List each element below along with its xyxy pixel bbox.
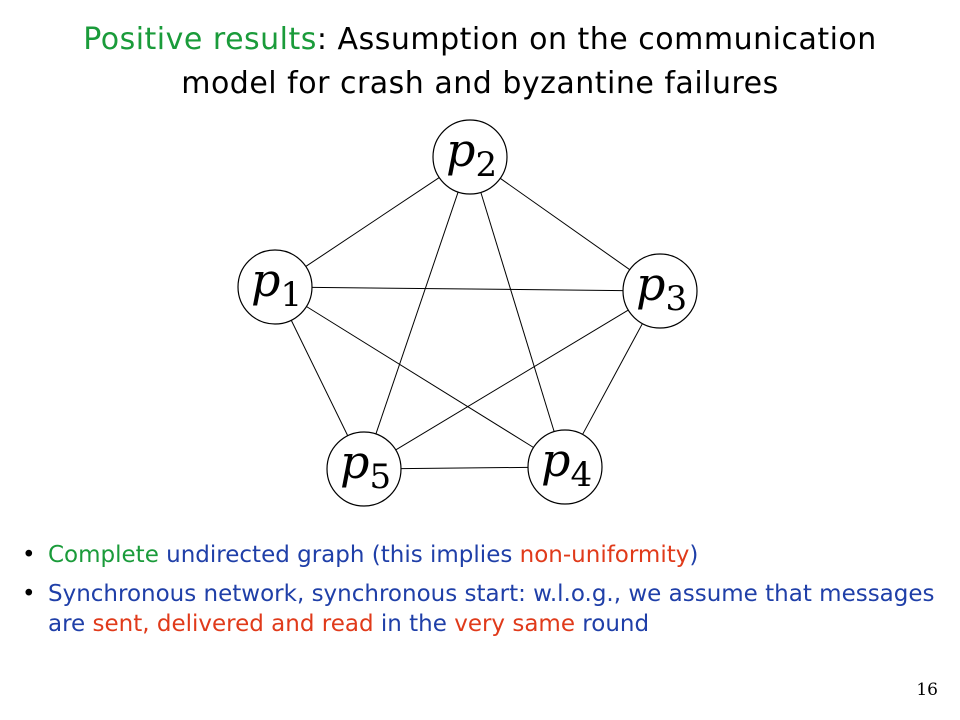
bullet-list: • Complete undirected graph (this implie…: [22, 540, 952, 648]
node-circle-p2: [432, 119, 508, 195]
title-line-1: Positive results: Assumption on the comm…: [0, 18, 960, 62]
node-p3: p3: [622, 253, 698, 329]
node-label-p1: p1: [251, 253, 302, 315]
bullet-item-1: • Complete undirected graph (this implie…: [22, 540, 952, 570]
title-line-2: model for crash and byzantine failures: [181, 66, 779, 101]
graph-edges: [290, 177, 643, 470]
edge-p1-p2: [305, 177, 440, 267]
node-p4: p4: [527, 429, 603, 505]
bullet-1-segment-3: non-uniformity: [519, 542, 690, 568]
title-rest: : Assumption on the communication: [316, 22, 877, 57]
node-p1: p1: [237, 249, 313, 325]
edge-p3-p5: [395, 309, 629, 451]
node-circle-p5: [326, 431, 402, 507]
page-number: 16: [916, 680, 938, 700]
node-circle-p4: [527, 429, 603, 505]
edge-p3-p4: [582, 323, 643, 435]
graph-nodes: p1 p2 p3 p4 p5: [237, 119, 698, 507]
bullet-dot: •: [22, 581, 36, 607]
edge-p1-p5: [290, 320, 349, 436]
bullet-2-segment-5: round: [574, 611, 650, 637]
node-circle-p1: [237, 249, 313, 325]
node-p5: p5: [326, 431, 402, 507]
node-label-p5: p5: [340, 435, 391, 497]
edge-p2-p3: [499, 177, 631, 271]
bullet-1-segment-2: undirected graph (this implies: [166, 542, 520, 568]
title-highlight: Positive results: [83, 22, 317, 57]
edge-p1-p4: [306, 306, 534, 448]
edge-p2-p4: [480, 192, 555, 432]
bullet-dot: •: [22, 542, 36, 568]
bullet-2-segment-2: sent, delivered and read: [92, 611, 374, 637]
node-p2: p2: [432, 119, 508, 195]
node-label-p3: p3: [636, 257, 687, 319]
bullet-2-segment-1: Synchronous network, synchronous start: …: [48, 581, 935, 637]
node-circle-p3: [622, 253, 698, 329]
node-label-p2: p2: [446, 123, 497, 185]
bullet-item-2: • Synchronous network, synchronous start…: [22, 579, 952, 639]
node-label-p4: p4: [541, 433, 592, 495]
bullet-2-segment-4: very same: [454, 611, 575, 637]
edge-p2-p5: [375, 191, 459, 435]
edge-p1-p3: [311, 286, 624, 292]
slide-title: Positive results: Assumption on the comm…: [0, 18, 960, 106]
edge-p4-p5: [400, 466, 529, 470]
bullet-1-segment-1: Complete: [48, 542, 167, 568]
bullet-2-segment-3: in the: [373, 611, 455, 637]
bullet-1-segment-4: ): [689, 542, 699, 568]
